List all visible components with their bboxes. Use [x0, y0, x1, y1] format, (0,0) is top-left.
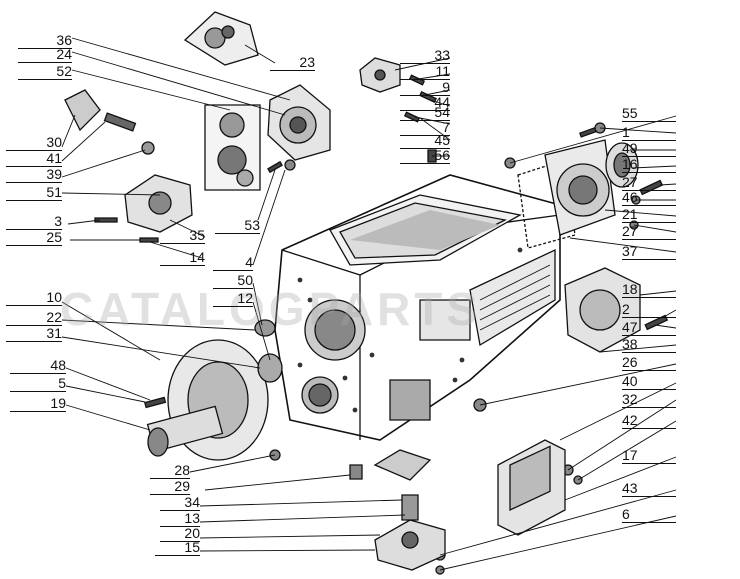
callout-42: 42 — [622, 413, 676, 429]
callout-30: 30 — [6, 135, 62, 151]
callout-54: 54 — [400, 105, 450, 121]
callout-22: 22 — [6, 310, 62, 326]
callout-41: 41 — [6, 151, 62, 167]
callout-24: 24 — [18, 47, 72, 63]
callout-36: 36 — [18, 33, 72, 49]
callout-29: 29 — [150, 479, 190, 495]
bracket-33 — [360, 58, 400, 92]
callout-6: 6 — [622, 507, 676, 523]
callout-27: 27 — [622, 175, 676, 191]
callout-56: 56 — [400, 148, 450, 164]
lower-pump-15 — [350, 450, 445, 570]
callout-39: 39 — [6, 167, 62, 183]
callout-52: 52 — [18, 64, 72, 80]
callout-5: 5 — [10, 376, 66, 392]
callout-51: 51 — [6, 185, 62, 201]
callout-16: 16 — [622, 157, 676, 173]
callout-15: 15 — [155, 540, 200, 556]
callout-10: 10 — [6, 290, 62, 306]
callout-48: 48 — [10, 358, 66, 374]
callout-40: 40 — [622, 374, 676, 390]
callout-31: 31 — [6, 326, 62, 342]
callout-14: 14 — [160, 250, 205, 266]
callout-17: 17 — [622, 448, 676, 464]
nuts-washers — [270, 123, 640, 574]
callout-37: 37 — [622, 244, 676, 260]
callout-33: 33 — [400, 48, 450, 64]
callout-28: 28 — [150, 463, 190, 479]
callout-21: 21 — [622, 207, 676, 223]
callout-32: 32 — [622, 392, 676, 408]
leader-lines — [62, 38, 676, 570]
valve-assembly-30 — [65, 90, 154, 154]
seal-ring-16 — [606, 143, 638, 187]
callout-1: 1 — [622, 125, 676, 141]
callout-49: 49 — [622, 141, 676, 157]
callout-34: 34 — [160, 495, 200, 511]
hub-flange-19 — [148, 340, 268, 460]
callout-23: 23 — [270, 55, 315, 71]
callout-11: 11 — [400, 64, 450, 80]
callout-45: 45 — [400, 133, 450, 149]
callout-9: 9 — [400, 80, 450, 96]
callout-46: 46 — [622, 190, 676, 206]
rear-flange-37 — [518, 140, 615, 248]
callout-4: 4 — [213, 255, 253, 271]
callout-26: 26 — [622, 355, 676, 371]
callout-50: 50 — [213, 273, 253, 289]
callout-19: 19 — [10, 396, 66, 412]
callout-20: 20 — [160, 526, 200, 542]
callout-38: 38 — [622, 337, 676, 353]
pump-35 — [125, 175, 192, 232]
callout-12: 12 — [213, 291, 253, 307]
callout-2: 2 — [622, 302, 676, 318]
callout-13: 13 — [160, 511, 200, 527]
gear-set-53 — [205, 105, 260, 190]
gearbox-housing — [275, 175, 560, 440]
callout-3: 3 — [6, 214, 62, 230]
top-cover-23 — [185, 12, 258, 65]
callout-55: 55 — [622, 106, 676, 122]
right-cover-18 — [565, 268, 640, 352]
callout-44: 44 — [400, 95, 450, 111]
fasteners — [95, 75, 667, 407]
callout-53: 53 — [215, 218, 260, 234]
inspection-cover-40 — [498, 440, 565, 535]
callout-47: 47 — [622, 320, 676, 336]
callout-18: 18 — [622, 282, 676, 298]
side-cover-24 — [268, 85, 330, 160]
callout-25: 25 — [6, 230, 62, 246]
callout-7: 7 — [400, 120, 450, 136]
callout-35: 35 — [160, 228, 205, 244]
bearing-12 — [255, 320, 282, 382]
callout-43: 43 — [622, 481, 676, 497]
callout-27: 27 — [622, 224, 676, 240]
